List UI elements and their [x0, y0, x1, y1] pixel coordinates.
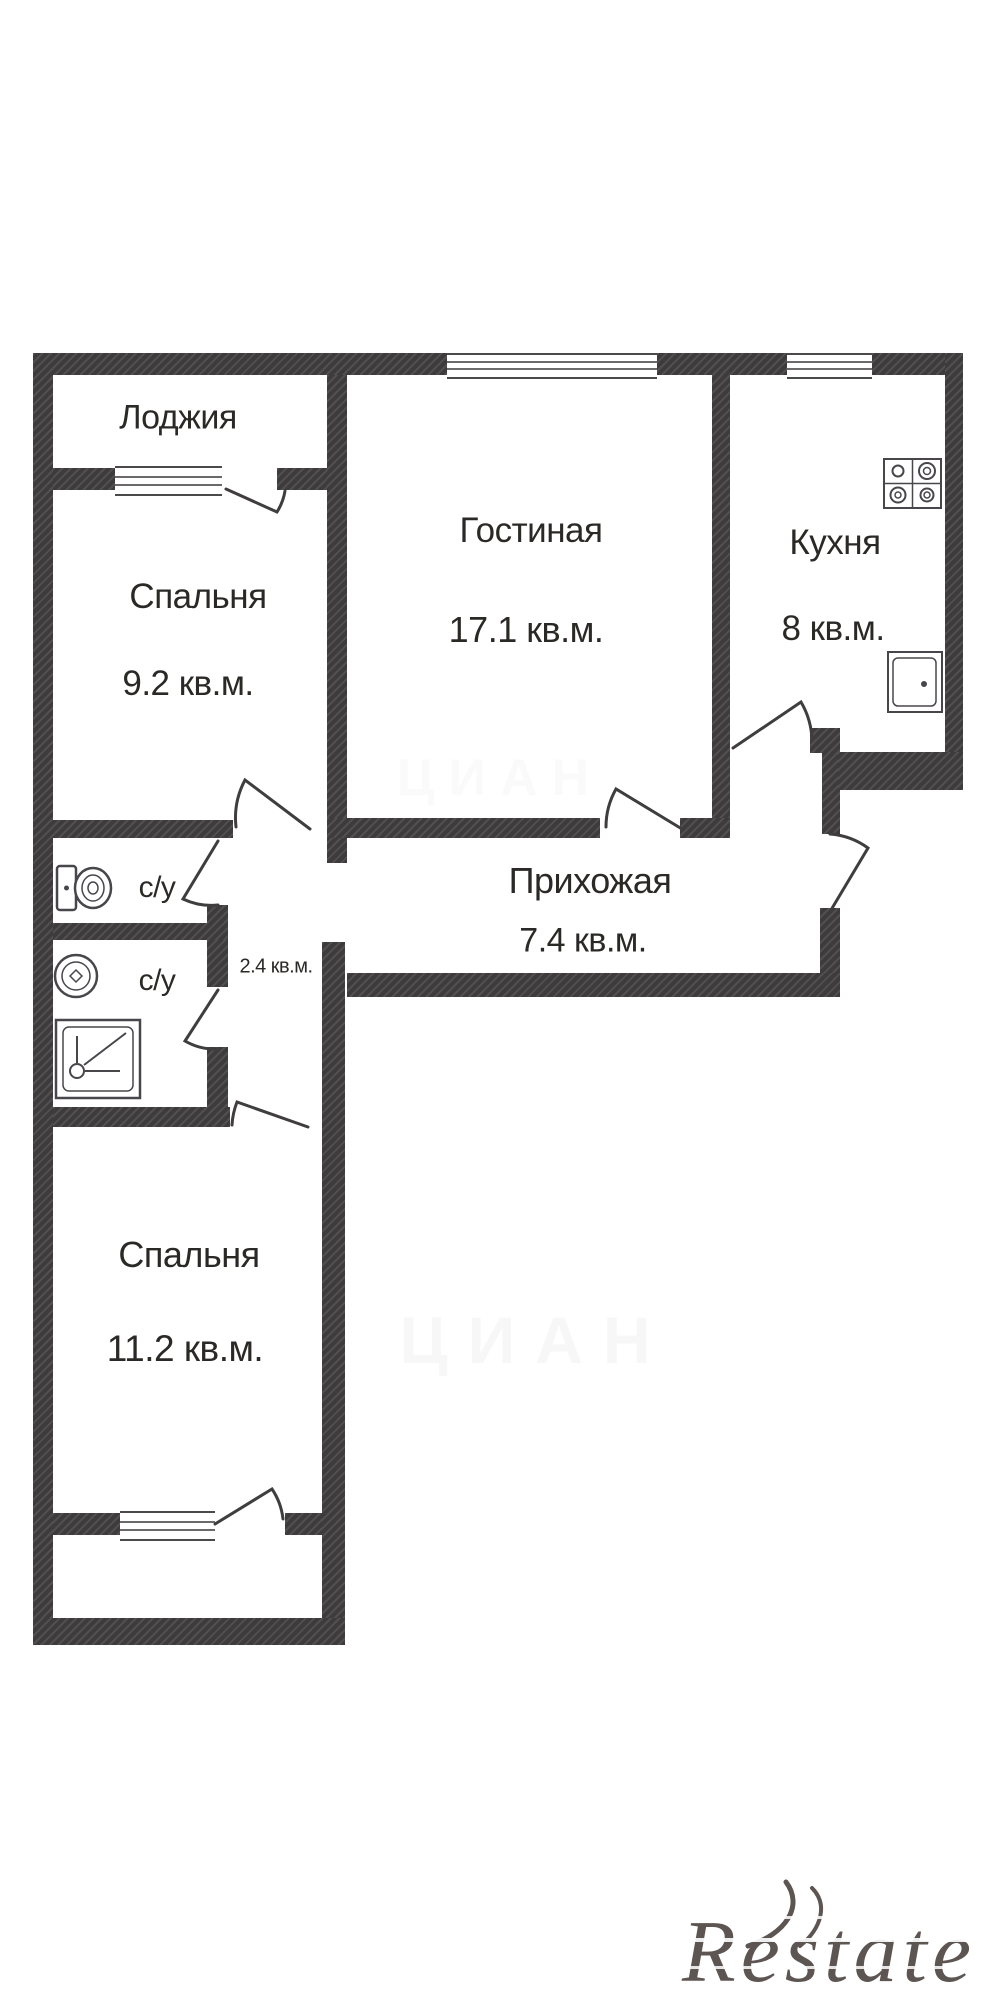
- wall: [838, 752, 963, 790]
- door-arc-kitchen: [731, 699, 814, 750]
- scan-scratch-line: [680, 1966, 1000, 1969]
- wall: [33, 353, 447, 375]
- wall: [33, 1618, 345, 1645]
- wall: [207, 905, 228, 923]
- window-living: [447, 353, 657, 379]
- wall: [53, 468, 115, 490]
- toilet-icon: [55, 864, 113, 912]
- window-kitchen: [787, 353, 872, 379]
- door-arc-wc-top: [180, 839, 220, 907]
- wall: [53, 1513, 120, 1535]
- wall: [53, 1107, 230, 1127]
- shower-icon: [54, 1018, 142, 1100]
- scan-scratch-line: [680, 1938, 1000, 1942]
- label-wc-bottom: с/у: [138, 964, 176, 997]
- label-bedroom-top: Спальня: [129, 577, 267, 616]
- wall: [207, 1047, 228, 1107]
- wall: [53, 923, 228, 940]
- label-living: Гостиная: [459, 511, 603, 550]
- label-corridor-area: 2.4 кв.м.: [239, 955, 313, 978]
- door-arc-bedroom-bottom: [230, 1100, 310, 1129]
- wall: [680, 818, 730, 838]
- stove-icon: [883, 458, 942, 509]
- wall: [33, 353, 53, 1645]
- label-bedroom-bottom-area: 11.2 кв.м.: [106, 1328, 264, 1369]
- sink-icon: [887, 651, 943, 713]
- door-arc-entrance: [828, 832, 870, 912]
- door-arc-bedroom-top: [234, 777, 312, 831]
- door-arc-balcony: [213, 1486, 285, 1526]
- wall: [347, 973, 840, 997]
- wall: [822, 750, 840, 834]
- wall: [712, 375, 730, 818]
- wall: [327, 375, 347, 863]
- label-hall: Прихожая: [508, 860, 672, 901]
- brand-watermark: Restate: [682, 1904, 977, 2000]
- washbasin-icon: [53, 953, 99, 999]
- scan-scratch-line: [690, 1916, 1000, 1919]
- wall: [327, 818, 600, 838]
- label-kitchen: Кухня: [789, 523, 881, 562]
- label-kitchen-area: 8 кв.м.: [781, 609, 885, 648]
- label-hall-area: 7.4 кв.м.: [519, 921, 647, 960]
- label-bedroom-bottom: Спальня: [118, 1234, 260, 1275]
- wall: [285, 1513, 322, 1535]
- label-living-area: 17.1 кв.м.: [448, 609, 604, 650]
- portal-watermark-upper: ЦИАН: [396, 749, 604, 807]
- wall: [207, 940, 228, 987]
- door-arc-loggia: [224, 487, 287, 514]
- wall: [810, 728, 840, 753]
- wall: [322, 942, 345, 1618]
- portal-watermark-lower: ЦИАН: [399, 1303, 671, 1377]
- wall: [657, 353, 787, 375]
- wall: [33, 820, 233, 838]
- door-arc-wc-bottom: [182, 988, 220, 1051]
- label-loggia: Лоджия: [119, 398, 237, 437]
- label-bedroom-top-area: 9.2 кв.м.: [122, 664, 254, 703]
- wall: [945, 353, 963, 790]
- window-loggia: [115, 466, 222, 496]
- label-wc-top: с/у: [138, 871, 176, 904]
- door-arc-living: [604, 786, 684, 831]
- wall: [872, 353, 963, 375]
- window-balcony: [120, 1511, 215, 1541]
